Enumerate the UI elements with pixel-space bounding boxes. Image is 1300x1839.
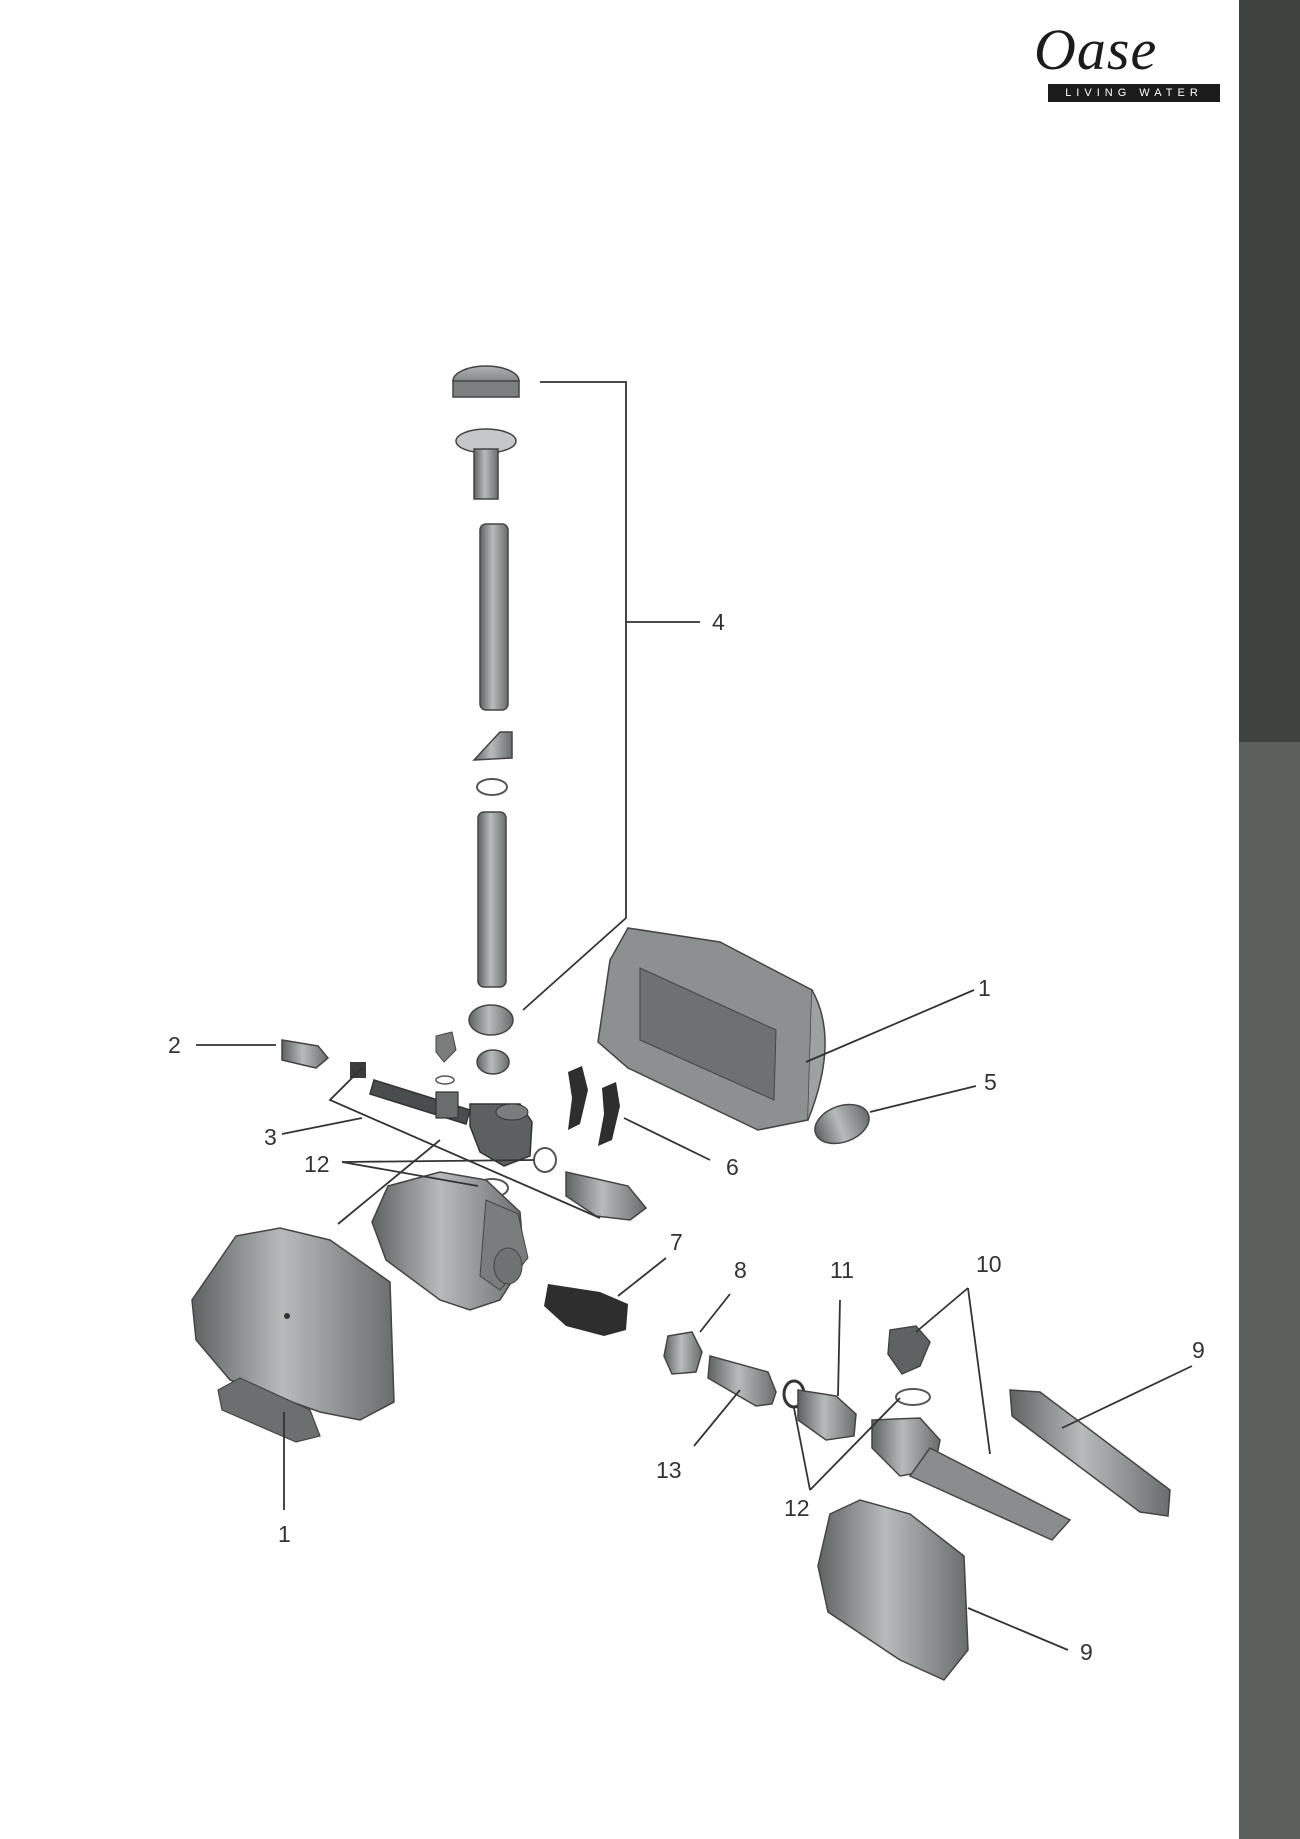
nut-part-8	[663, 1331, 703, 1375]
riser-tube-upper	[479, 523, 509, 711]
side-tab-light	[1239, 742, 1300, 1839]
clamp-part-6-b	[598, 1082, 620, 1146]
housing-bottom-half	[191, 1227, 395, 1443]
callout-3: 3	[264, 1124, 277, 1150]
adapter-part-11	[797, 1389, 857, 1441]
callout-8: 8	[734, 1257, 747, 1283]
riser-adapter-nut	[476, 1049, 510, 1075]
exploded-parts-diagram: 4 1 2 5 3 12 6 7 8 11 10 9 13 12 1 9	[168, 365, 1205, 1681]
housing-top-half	[597, 927, 826, 1131]
pump-motor	[371, 1171, 529, 1311]
spindle-part-7	[544, 1284, 628, 1336]
clamp-part-6-a	[568, 1066, 588, 1130]
leader-lines	[196, 381, 1193, 1651]
callout-9-top: 9	[1192, 1337, 1205, 1363]
valve-assembly-part-10	[871, 1325, 1072, 1541]
callout-12-bottom: 12	[784, 1495, 810, 1521]
riser-adapter-ring	[468, 1004, 514, 1036]
fountain-riser-parts	[452, 365, 520, 1075]
callout-1-bottom: 1	[278, 1521, 291, 1547]
callout-6: 6	[726, 1154, 739, 1180]
callout-12-left: 12	[304, 1151, 330, 1177]
cover-plate-part-5	[814, 1103, 870, 1145]
callout-2: 2	[168, 1032, 181, 1058]
riser-o-ring	[476, 778, 508, 796]
hose-connector-part-2	[281, 1039, 330, 1069]
small-seal-part	[350, 1062, 366, 1078]
brand-tagline: LIVING WATER	[1048, 84, 1220, 102]
o-ring-part-12-a	[533, 1147, 557, 1173]
callout-10: 10	[976, 1251, 1002, 1277]
o-ring-part-12-d	[895, 1388, 931, 1406]
shell-part-9-bottom	[817, 1499, 969, 1681]
hose-tail-part-13	[707, 1355, 777, 1407]
callout-labels: 4 1 2 5 3 12 6 7 8 11 10 9 13 12 1 9	[168, 609, 1205, 1665]
valve-fitting-small	[435, 1031, 457, 1063]
distributor-manifold-part-3	[369, 1079, 533, 1167]
callout-4: 4	[712, 609, 725, 635]
shell-part-9-top	[1009, 1389, 1171, 1517]
intake-adapter	[565, 1171, 648, 1221]
callout-1-top: 1	[978, 975, 991, 1001]
brand-name: Oase	[1034, 17, 1158, 82]
callout-7: 7	[670, 1229, 683, 1255]
brand-logo: Oase LIVING WATER	[1030, 17, 1226, 106]
fitting-o-ring	[435, 1075, 455, 1085]
callout-9-bottom: 9	[1080, 1639, 1093, 1665]
riser-tube-lower	[477, 811, 507, 988]
callout-13: 13	[656, 1457, 682, 1483]
nozzle-base-stem	[473, 448, 499, 500]
riser-coupling	[472, 731, 513, 761]
callout-5: 5	[984, 1069, 997, 1095]
side-tab-dark	[1239, 0, 1300, 742]
nozzle-head-rim	[452, 380, 520, 398]
callout-11: 11	[830, 1257, 854, 1283]
